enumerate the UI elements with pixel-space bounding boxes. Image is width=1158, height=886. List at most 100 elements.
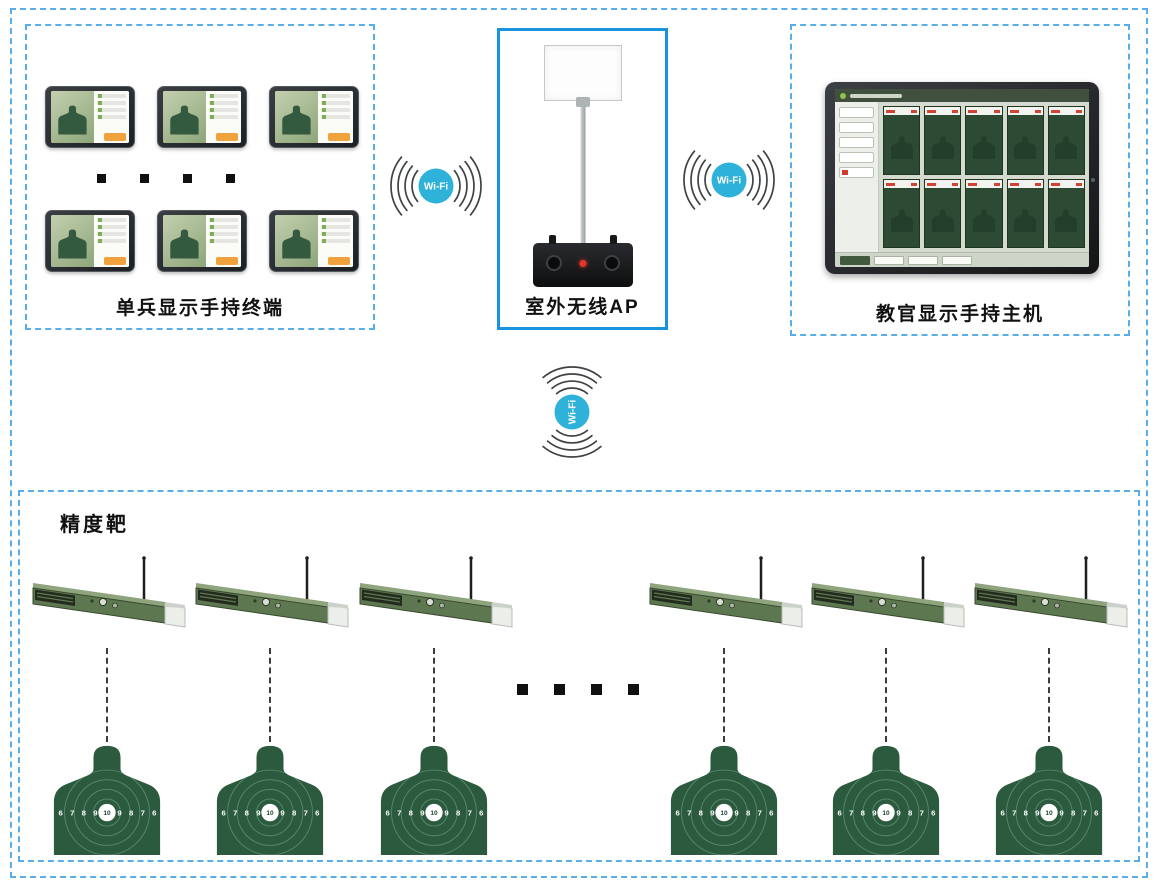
silhouette-target-graphic: 6 7 8 9 10 9 8 7 6 — [380, 745, 488, 856]
sensor-dot — [417, 599, 421, 603]
bar-top-face — [975, 583, 1107, 607]
ring-number: 6 — [59, 808, 64, 817]
card-label-right — [993, 109, 1000, 113]
handheld-terminal — [157, 86, 247, 148]
sensor-dot — [869, 599, 873, 603]
bar-end-cap-top — [165, 602, 185, 608]
card-label-right — [911, 182, 918, 186]
target-card-header — [925, 180, 961, 188]
ring-number: 8 — [1071, 808, 1076, 817]
target-card — [883, 106, 921, 175]
card-label-right — [952, 109, 959, 113]
ring-number: 8 — [456, 808, 461, 817]
terminal-action-button — [104, 257, 126, 265]
precision-target-bar-device — [32, 556, 186, 628]
ring-number: 9 — [872, 808, 876, 817]
handheld-terminal-device — [157, 86, 247, 148]
vent-slat — [815, 595, 853, 603]
target-silhouette-icon — [973, 209, 995, 232]
toolbar-button — [874, 255, 904, 265]
ring-number: 9 — [93, 808, 97, 817]
bar-end-cap — [943, 604, 965, 628]
dot — [183, 174, 192, 183]
card-label-left — [1009, 109, 1019, 113]
bar-end-cap — [491, 604, 513, 628]
bullseye — [877, 803, 895, 822]
silhouette-target: 6 7 8 9 10 9 8 7 6 — [666, 744, 782, 856]
bar-end-cap — [164, 604, 186, 628]
silhouette-target: 6 7 8 9 10 9 8 7 6 — [49, 744, 165, 856]
terminal-target-view — [51, 215, 94, 267]
ring-number: 7 — [468, 808, 472, 817]
wifi-label: Wi-Fi — [568, 400, 579, 425]
ring-number-10: 10 — [266, 810, 274, 817]
terminal-row — [45, 210, 359, 272]
dot — [591, 684, 602, 695]
silhouette-target-graphic: 6 7 8 9 10 9 8 7 6 — [995, 745, 1103, 856]
target-card-view — [1008, 115, 1043, 174]
antenna-tip — [469, 556, 473, 560]
bullseye — [98, 803, 116, 822]
terminal-action-button — [216, 257, 238, 265]
card-label-right — [993, 182, 1000, 186]
sensor-dial — [425, 597, 435, 607]
target-card-view — [884, 188, 919, 247]
sensor-dial — [877, 597, 887, 607]
terminal-action-button — [216, 133, 238, 141]
handheld-terminal — [269, 210, 359, 272]
ring-number: 6 — [676, 808, 681, 817]
handheld-terminal-device — [269, 86, 359, 148]
target-bar — [194, 550, 354, 630]
sidebar-button — [839, 152, 874, 163]
bar-top-face — [650, 583, 782, 607]
target-card-view — [966, 115, 1001, 174]
ring-number: 9 — [1059, 808, 1063, 817]
instructor-app-titlebar — [835, 89, 1089, 102]
target-card-grid — [879, 102, 1089, 252]
wifi-label: Wi-Fi — [717, 176, 742, 187]
card-label-right — [952, 182, 959, 186]
ring-number-10: 10 — [1045, 810, 1053, 817]
target-card — [924, 179, 962, 248]
terminal-score-list — [317, 91, 353, 143]
handheld-terminal-device — [269, 210, 359, 272]
target-silhouette-icon — [931, 136, 954, 159]
sensor-dial — [261, 597, 271, 607]
list-item — [320, 225, 350, 229]
ring-number: 6 — [1094, 808, 1099, 817]
list-item — [208, 225, 238, 229]
list-item — [320, 239, 350, 243]
precision-target-bar-device — [195, 556, 349, 628]
list-item — [96, 115, 126, 119]
antenna-tip — [305, 556, 309, 560]
terminal-score-list — [205, 215, 241, 267]
scoring-rings — [1006, 769, 1092, 856]
toolbar-button — [942, 255, 972, 265]
wifi-badge — [711, 162, 747, 198]
card-label-left — [968, 182, 978, 186]
scoring-rings — [391, 769, 477, 856]
list-item — [208, 218, 238, 222]
vent-slat — [978, 592, 1016, 600]
target-card-header — [966, 107, 1002, 115]
target-card-view — [1049, 115, 1084, 174]
target-card-view — [884, 115, 919, 174]
dot — [97, 174, 106, 183]
target-body — [53, 745, 161, 856]
connection-line — [433, 648, 435, 742]
instructor-toolbar — [835, 252, 1089, 267]
silhouette-target: 6 7 8 9 10 9 8 7 6 — [212, 744, 328, 856]
target-bar — [810, 550, 970, 630]
card-label-left — [886, 182, 895, 186]
bar-top-face — [360, 583, 492, 607]
silhouette-target: 6 7 8 9 10 9 8 7 6 — [376, 744, 492, 856]
bar-top-face — [196, 583, 328, 607]
target-card — [1047, 106, 1085, 175]
wifi-waves — [683, 150, 775, 210]
ring-number: 9 — [256, 808, 260, 817]
target-card — [1006, 106, 1044, 175]
connection-line — [885, 648, 887, 742]
card-label-right — [1076, 182, 1082, 186]
list-item — [320, 232, 350, 236]
sensor-dial — [715, 597, 725, 607]
